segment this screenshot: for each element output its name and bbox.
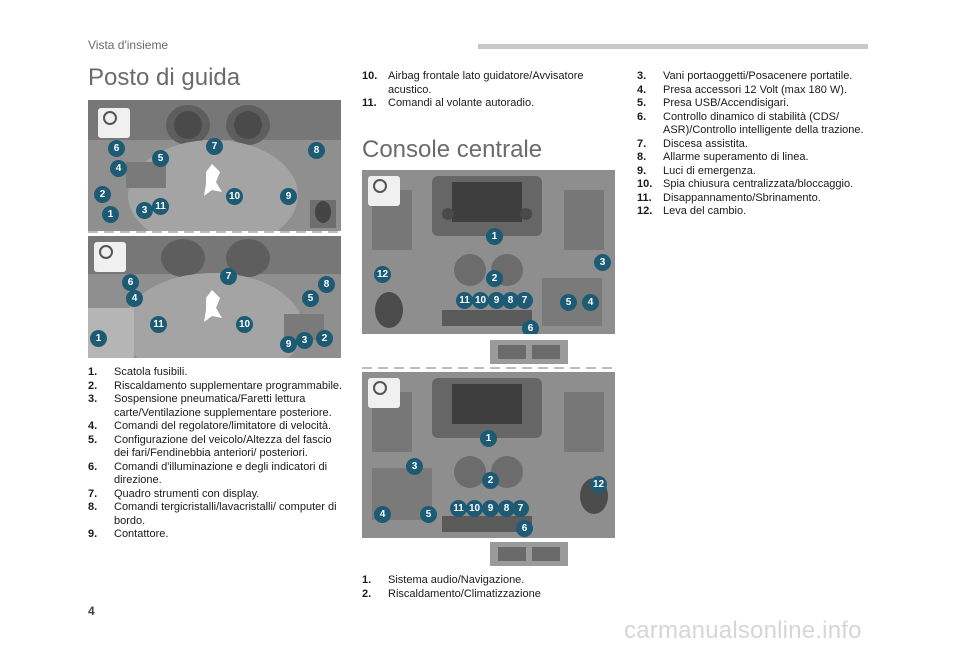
- list-item: 4.Comandi del regolatore/limitatore di v…: [88, 420, 332, 432]
- callout-marker: 5: [152, 150, 169, 167]
- list-item: 11.Comandi al volante autoradio.: [362, 97, 535, 109]
- list-item: 2.Riscaldamento/Climatizzazione: [362, 587, 541, 600]
- list-item: 6.Controllo dinamico di stabilità (CDS/ …: [637, 110, 864, 137]
- photo-switch-detail-1: [490, 340, 568, 364]
- callout-marker: 6: [122, 274, 139, 291]
- callout-marker: 6: [522, 320, 539, 334]
- photo-switch-detail-2: [490, 542, 568, 566]
- callout-marker: 1: [90, 330, 107, 347]
- list-item: 9.Luci di emergenza.: [637, 164, 756, 177]
- callout-marker: 5: [560, 294, 577, 311]
- callout-marker: 8: [502, 292, 519, 309]
- callout-marker: 8: [498, 500, 515, 517]
- callout-marker: 7: [512, 500, 529, 517]
- callout-marker: 10: [466, 500, 483, 517]
- callout-marker: 2: [316, 330, 333, 347]
- callout-marker: 12: [590, 476, 607, 493]
- driver-area-legend-continued: 10.Airbag frontale lato guidatore/Avvisa…: [362, 70, 614, 111]
- list-item: 8.Allarme superamento di linea.: [637, 151, 809, 163]
- photo-driver-area-2: 7 6 8 4 5 11 10 1 9 3 2: [88, 236, 341, 358]
- center-console-legend-continued: 3.Vani portaoggetti/Posacenere portatile…: [637, 70, 877, 219]
- callout-marker: 4: [374, 506, 391, 523]
- page-title-posto-di-guida: Posto di guida: [88, 64, 241, 91]
- list-item: 3.Sospensione pneumatica/Faretti lettura…: [88, 393, 332, 419]
- photo-center-console-1: 1 12 3 2 11 10 9 8 7 5 4 6: [362, 170, 615, 334]
- callout-marker: 4: [126, 290, 143, 307]
- list-item: 2.Riscaldamento supplementare programmab…: [88, 379, 343, 392]
- callout-marker: 6: [516, 520, 533, 537]
- photo-center-console-2: 1 3 2 12 4 5 11 10 9 8 7 6: [362, 372, 615, 538]
- list-item: 8.Comandi tergicristalli/lavacristalli/ …: [88, 501, 337, 527]
- list-item: 7.Quadro strumenti con display.: [88, 487, 260, 500]
- callout-marker: 8: [308, 142, 325, 159]
- list-item: 3.Vani portaoggetti/Posacenere portatile…: [637, 70, 853, 82]
- list-item: 10.Spia chiusura centralizzata/bloccaggi…: [637, 178, 854, 190]
- center-console-legend: 1.Sistema audio/Navigazione. 2.Riscaldam…: [362, 574, 614, 601]
- callout-marker: 3: [296, 332, 313, 349]
- callout-marker: 7: [516, 292, 533, 309]
- callout-marker: 9: [482, 500, 499, 517]
- dashed-separator: [362, 367, 615, 369]
- callout-marker: 9: [488, 292, 505, 309]
- callout-marker: 10: [472, 292, 489, 309]
- callout-marker: 9: [280, 336, 297, 353]
- callout-marker: 8: [318, 276, 335, 293]
- callout-marker: 3: [406, 458, 423, 475]
- list-item: 9.Contattore.: [88, 528, 169, 540]
- header-divider: [478, 44, 868, 49]
- callout-marker: 10: [236, 316, 253, 333]
- callout-marker: 1: [102, 206, 119, 223]
- list-item: 6.Comandi d'illuminazione e degli indica…: [88, 460, 328, 487]
- callout-marker: 1: [480, 430, 497, 447]
- callout-marker: 2: [94, 186, 111, 203]
- list-item: 5.Configurazione del veicolo/Altezza del…: [88, 433, 332, 460]
- callout-marker: 11: [456, 292, 473, 309]
- callout-marker: 7: [206, 138, 223, 155]
- list-item: 10.Airbag frontale lato guidatore/Avvisa…: [362, 70, 584, 96]
- callout-marker: 10: [226, 188, 243, 205]
- callout-marker: 5: [420, 506, 437, 523]
- list-item: 11.Disappannamento/Sbrinamento.: [637, 191, 821, 204]
- callout-marker: 5: [302, 290, 319, 307]
- section-title: Vista d'insieme: [88, 38, 169, 52]
- page-title-console-centrale: Console centrale: [362, 136, 543, 163]
- page-number: 4: [88, 604, 95, 618]
- driver-area-legend: 1.Scatola fusibili. 2.Riscaldamento supp…: [88, 366, 344, 542]
- callout-marker: 9: [280, 188, 297, 205]
- list-item: 4.Presa accessori 12 Volt (max 180 W).: [637, 83, 848, 96]
- callout-marker: 3: [594, 254, 611, 271]
- callout-marker: 7: [220, 268, 237, 285]
- list-item: 7.Discesa assistita.: [637, 137, 748, 150]
- callout-marker: 11: [450, 500, 467, 517]
- list-item: 1.Scatola fusibili.: [88, 366, 188, 378]
- callout-marker: 11: [152, 198, 169, 215]
- callout-marker: 1: [486, 228, 503, 245]
- photo-driver-area-1: 6 5 7 8 4 2 10 9 1 3 11: [88, 100, 341, 231]
- callout-marker: 2: [486, 270, 503, 287]
- dashed-separator: [88, 231, 341, 233]
- callout-marker: 4: [110, 160, 127, 177]
- callout-marker: 3: [136, 202, 153, 219]
- callout-marker: 2: [482, 472, 499, 489]
- list-item: 1.Sistema audio/Navigazione.: [362, 574, 525, 586]
- callout-marker: 4: [582, 294, 599, 311]
- list-item: 5.Presa USB/Accendisigari.: [637, 97, 789, 109]
- watermark: carmanualsonline.info: [624, 617, 862, 644]
- callout-marker: 11: [150, 316, 167, 333]
- callout-marker: 12: [374, 266, 391, 283]
- list-item: 12.Leva del cambio.: [637, 205, 747, 217]
- callout-marker: 6: [108, 140, 125, 157]
